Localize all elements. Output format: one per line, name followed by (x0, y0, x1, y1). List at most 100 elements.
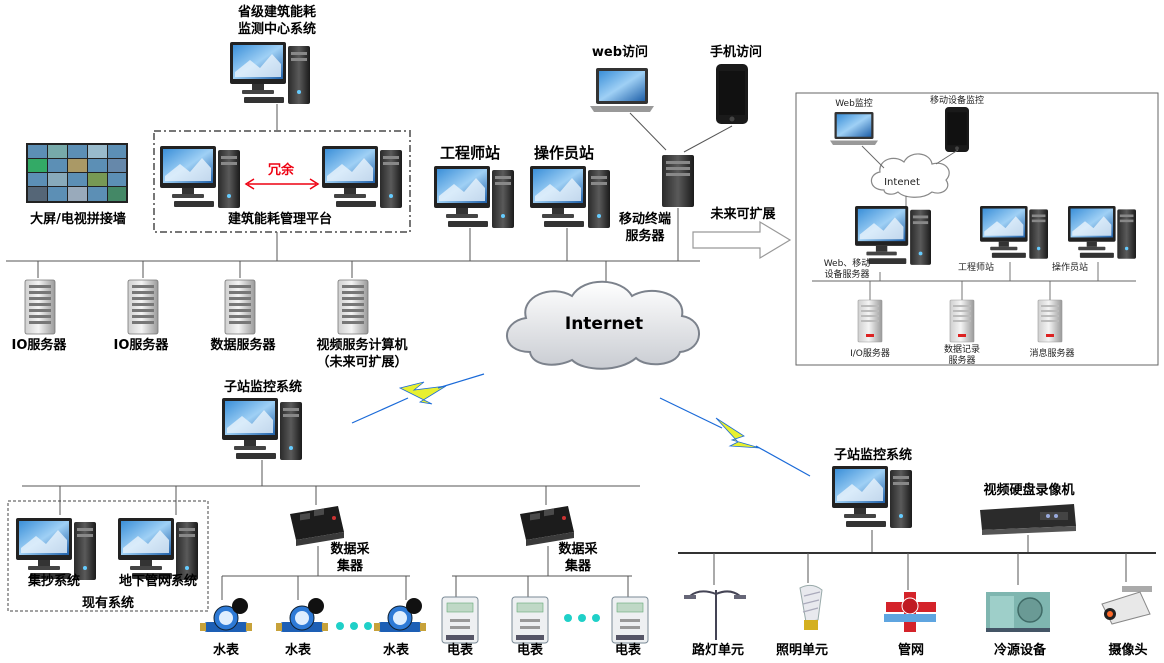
video-wall-label: 大屏/电视拼接墙 (30, 212, 126, 227)
video-wall-icon (26, 143, 128, 203)
exp-cloud-label: Intenet (884, 177, 920, 188)
engineer-station-label: 工程师站 (439, 144, 500, 162)
exp-data-record-line2: 服务器 (948, 356, 976, 366)
exp-phone-icon (945, 107, 969, 152)
exp-web-server-line2: 设备服务器 (824, 270, 870, 280)
server-2-label: IO服务器 (113, 338, 169, 353)
dvr-label: 视频硬盘录像机 (983, 483, 1075, 498)
provincial-center-line2: 监测中心系统 (237, 22, 316, 37)
data-collector-1-icon (290, 506, 344, 546)
data-server-icon (224, 279, 256, 335)
exp-message-server-icon (1037, 299, 1063, 343)
server-4-line1: 视频服务计算机 (316, 338, 408, 353)
exp-web-server-line1: Web、移动 (823, 259, 871, 269)
exp-message-server-label: 消息服务器 (1029, 349, 1075, 359)
pipe-network-icon (884, 592, 936, 632)
mobile-terminal-server-icon (662, 155, 694, 207)
lighting-label: 照明单元 (775, 643, 828, 658)
collector-2-line2: 集器 (564, 559, 591, 574)
cooling-equipment-icon (986, 592, 1050, 632)
meter-reading-label: 集抄系统 (27, 574, 80, 589)
io-server-1-icon (24, 279, 56, 335)
provincial-center-pc (230, 42, 310, 104)
right-substation-title: 子站监控系统 (833, 448, 912, 463)
exp-data-record-label: 数据记录 服务器 (932, 345, 992, 367)
electric-meter-3-label: 电表 (614, 643, 641, 658)
meter-reading-pc (16, 518, 96, 580)
platform-pc-1 (160, 146, 240, 208)
internet-cloud-icon (506, 280, 700, 370)
pipe-network-pc (118, 518, 198, 580)
server-4-line2: （未来可扩展） (316, 355, 408, 370)
exp-io-server-label: I/O服务器 (850, 349, 890, 359)
existing-system-box (7, 500, 209, 612)
collector-1-line1: 数据采 (330, 542, 370, 557)
video-server-icon (337, 279, 369, 335)
water-meter-1-label: 水表 (212, 643, 239, 658)
exp-web-monitor-label: Web监控 (835, 99, 873, 109)
collector-1-label: 数据采 集器 (322, 541, 378, 575)
provincial-center-label: 省级建筑能耗 监测中心系统 (222, 4, 332, 38)
exp-engineer-label: 工程师站 (957, 263, 994, 273)
electric-meter-1-icon (441, 596, 479, 644)
electric-meter-1-label: 电表 (446, 643, 473, 658)
operator-station-pc (530, 166, 610, 228)
electric-meter-3-icon (611, 596, 649, 644)
exp-data-record-server-icon (949, 299, 975, 343)
provincial-center-line1: 省级建筑能耗 (237, 5, 316, 20)
platform-name-label: 建筑能耗管理平台 (227, 212, 332, 227)
mobile-access-label: 手机访问 (709, 45, 762, 60)
exp-cloud-icon (870, 153, 950, 198)
platform-pc-2 (322, 146, 402, 208)
redundancy-arrow (244, 178, 320, 190)
wireless-link-left-icon (351, 373, 485, 424)
left-substation-title: 子站监控系统 (223, 380, 302, 395)
lighting-bulb-icon (799, 584, 823, 630)
right-substation-pc (832, 466, 912, 528)
water-meter-3-label: 水表 (382, 643, 409, 658)
water-meter-2-icon (275, 597, 329, 633)
dvr-icon (980, 504, 1076, 535)
exp-web-server-label: Web、移动 设备服务器 (812, 259, 882, 281)
web-laptop-icon (590, 68, 654, 112)
future-expand-label: 未来可扩展 (710, 207, 776, 222)
water-meter-3-icon (373, 597, 427, 633)
data-collector-2-icon (520, 506, 574, 546)
pipe-label: 管网 (897, 643, 924, 658)
electric-meter-2-icon (511, 596, 549, 644)
exp-mobile-monitor-label: 移动设备监控 (929, 96, 984, 106)
camera-icon (1101, 586, 1152, 625)
collector-2-label: 数据采 集器 (550, 541, 606, 575)
server-1-label: IO服务器 (11, 338, 67, 353)
internet-label: Internet (564, 314, 644, 334)
ellipsis-dots-electric (564, 614, 600, 622)
platform-box (153, 130, 411, 233)
ellipsis-dots-water (336, 622, 372, 630)
left-substation-pc (222, 398, 302, 460)
server-4-label: 视频服务计算机 （未来可扩展） (300, 337, 424, 371)
mobile-server-line2: 服务器 (625, 229, 665, 244)
future-expand-arrow (692, 220, 792, 260)
engineer-station-pc (434, 166, 514, 228)
existing-system-label: 现有系统 (81, 596, 134, 611)
exp-operator-label: 操作员站 (1051, 263, 1088, 273)
cooling-label: 冷源设备 (993, 643, 1046, 658)
camera-label: 摄像头 (1108, 643, 1148, 658)
electric-meter-2-label: 电表 (516, 643, 543, 658)
redundancy-label: 冗余 (267, 163, 294, 178)
mobile-server-line1: 移动终端 (618, 212, 671, 227)
exp-data-record-line1: 数据记录 (943, 345, 980, 355)
web-access-label: web访问 (591, 45, 649, 60)
collector-2-line1: 数据采 (558, 542, 598, 557)
pipe-network-label: 地下管网系统 (118, 574, 197, 589)
mobile-server-label: 移动终端 服务器 (600, 211, 690, 245)
collector-1-line2: 集器 (336, 559, 363, 574)
wireless-link-right-icon (659, 397, 811, 477)
exp-io-server-icon (857, 299, 883, 343)
street-light-label: 路灯单元 (691, 643, 744, 658)
io-server-2-icon (127, 279, 159, 335)
mobile-phone-icon (716, 64, 748, 124)
server-3-label: 数据服务器 (210, 338, 276, 353)
water-meter-2-label: 水表 (284, 643, 311, 658)
